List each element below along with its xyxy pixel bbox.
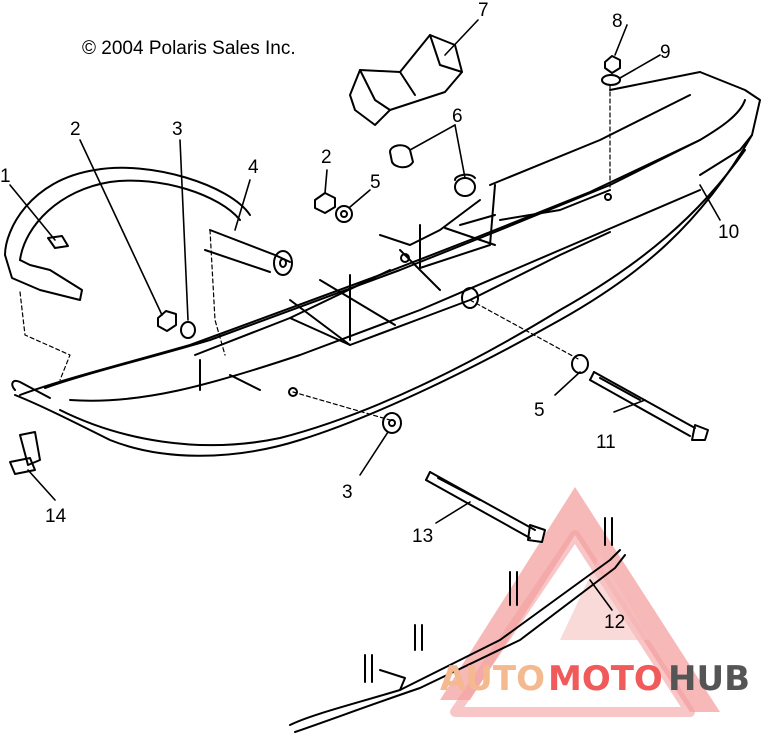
callout-label: 5	[370, 172, 381, 193]
callout-label: 4	[248, 157, 259, 178]
callout-label: 2	[321, 147, 332, 168]
callout-label: 3	[172, 119, 183, 140]
watermark-word: HUB	[668, 659, 750, 699]
spindle-bracket-part	[204, 229, 293, 276]
bushing-part	[389, 144, 476, 197]
bolt-part	[589, 371, 709, 441]
callout-label: 8	[612, 11, 623, 32]
callout-label: 1	[0, 166, 11, 187]
callout-label: 10	[718, 222, 739, 243]
callout-label: 7	[478, 0, 489, 21]
watermark-logo	[440, 487, 720, 717]
watermark-word: MOTO	[548, 659, 663, 699]
carbide-runner-part	[289, 517, 626, 733]
ski-body-part	[11, 71, 761, 457]
callout-labels: 1 2 3 4 2 5 6 7 8 9 10 5 11 3 13 12 14	[0, 0, 739, 633]
callout-label: 2	[70, 119, 81, 140]
callout-label: 13	[412, 526, 433, 547]
callout-label: 5	[534, 400, 545, 421]
ski-tip-part	[4, 166, 251, 301]
bolt-part	[425, 471, 546, 543]
callout-label: 11	[596, 432, 616, 453]
callout-label: 3	[342, 482, 353, 503]
hardware-part	[157, 55, 621, 434]
watermark-text: AUTO MOTO HUB	[440, 659, 750, 699]
callout-label: 6	[452, 106, 463, 127]
callout-label: 14	[45, 506, 67, 527]
wear-pad-part	[349, 34, 463, 126]
callout-label: 12	[604, 612, 625, 633]
assembly-lines	[19, 84, 611, 421]
bolt-part	[9, 431, 41, 475]
leader-lines	[9, 19, 721, 611]
callout-label: 9	[660, 42, 671, 63]
copyright-notice: © 2004 Polaris Sales Inc.	[82, 38, 296, 59]
watermark-word: AUTO	[440, 659, 545, 699]
